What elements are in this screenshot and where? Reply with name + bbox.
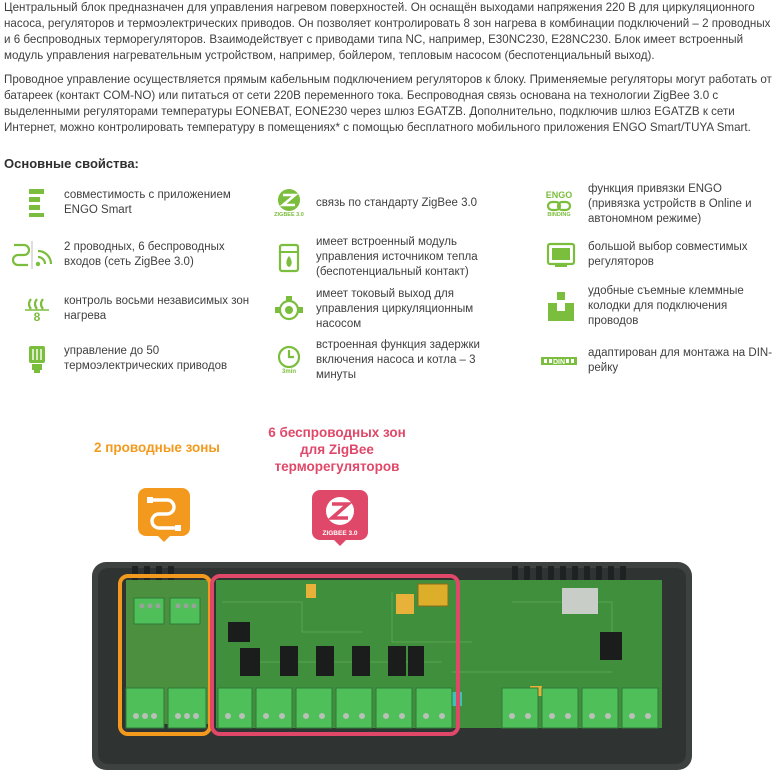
din-rail-icon-label: DIN (553, 359, 565, 366)
wired-badge (138, 488, 190, 547)
wireless-zones-label: 6 беспроводных зон для ZigBee терморегул… (268, 425, 406, 474)
zigbee-badge-label: ZIGBEE 3.0 (322, 530, 357, 537)
feature-app: совместимость с приложением ENGO Smart (20, 186, 250, 220)
feature-app-text: совместимость с приложением ENGO Smart (64, 189, 231, 216)
pump-icon (272, 293, 306, 327)
din-rail-icon: DIN (540, 344, 578, 378)
feature-din-text: адаптирован для монтажа на DIN-рейку (588, 347, 773, 374)
wired-icon (147, 497, 181, 531)
feature-delay: 3min встроенная функция задержки включен… (272, 338, 517, 383)
timer-icon: 3min (272, 344, 306, 378)
feature-inputs-text: 2 проводных, 6 беспроводных входов (сеть… (64, 241, 225, 268)
feature-inputs: 2 проводных, 6 беспроводных входов (сеть… (10, 238, 250, 272)
feature-regulators: большой выбор совместимых регуляторов (544, 238, 776, 272)
feature-terminals-text: удобные съемные клеммные колодки для под… (588, 285, 744, 327)
engo-binding-icon-top: ENGO (545, 190, 573, 200)
feature-actuators-text: управление до 50 термоэлектрических прив… (64, 345, 228, 372)
feature-terminals: удобные съемные клеммные колодки для под… (544, 284, 776, 329)
timer-icon-label: 3min (281, 369, 296, 375)
engo-binding-icon: ENGO BINDING (540, 188, 578, 222)
intro-paragraph-2: Проводное управление осуществляется прям… (4, 73, 772, 134)
display-icon (544, 238, 578, 272)
wireless-zones-outline (210, 574, 460, 736)
intro-paragraph-1: Центральный блок предназначен для управл… (4, 1, 771, 62)
feature-actuators: управление до 50 термоэлектрических прив… (20, 342, 250, 376)
feature-zigbee-text: связь по стандарту ZigBee 3.0 (316, 196, 478, 209)
feature-regulators-text: большой выбор совместимых регуляторов (588, 241, 748, 268)
terminal-icon (544, 290, 578, 324)
feature-pump-text: имеет токовый выход для управления цирку… (316, 288, 474, 330)
eight-zones-icon-label: 8 (33, 309, 41, 324)
feature-din: DIN адаптирован для монтажа на DIN-рейку (540, 344, 776, 378)
feature-delay-text: встроенная функция задержки включения на… (316, 339, 480, 381)
zigbee-badge-icon (326, 497, 354, 525)
features-heading: Основные свойства: (4, 156, 139, 171)
control-unit-image (92, 562, 692, 770)
feature-boiler: имеет встроенный модуль управления источ… (272, 235, 517, 280)
actuator-icon (20, 342, 54, 376)
feature-boiler-text: имеет встроенный модуль управления источ… (316, 236, 478, 278)
feature-zones: 8 контроль восьми независимых зон нагрев… (20, 292, 250, 326)
eight-zones-icon: 8 (20, 292, 54, 326)
feature-zones-text: контроль восьми независимых зон нагрева (64, 295, 250, 322)
zigbee-icon: ZIGBEE 3.0 (272, 186, 306, 220)
zigbee-badge: ZIGBEE 3.0 (312, 490, 368, 551)
zigbee-icon-label: ZIGBEE 3.0 (274, 211, 304, 218)
engo-binding-icon-bottom: BINDING (547, 212, 571, 218)
wired-wireless-icon (10, 238, 54, 272)
feature-pump: имеет токовый выход для управления цирку… (272, 287, 517, 332)
boiler-icon (272, 241, 306, 275)
feature-binding: ENGO BINDING функция привязки ENGO (прив… (540, 182, 776, 227)
feature-zigbee: ZIGBEE 3.0 связь по стандарту ZigBee 3.0 (272, 186, 512, 220)
wired-zones-label: 2 проводные зоны (94, 440, 220, 455)
feature-binding-text: функция привязки ENGO (привязка устройст… (588, 183, 752, 225)
app-icon (20, 186, 54, 220)
